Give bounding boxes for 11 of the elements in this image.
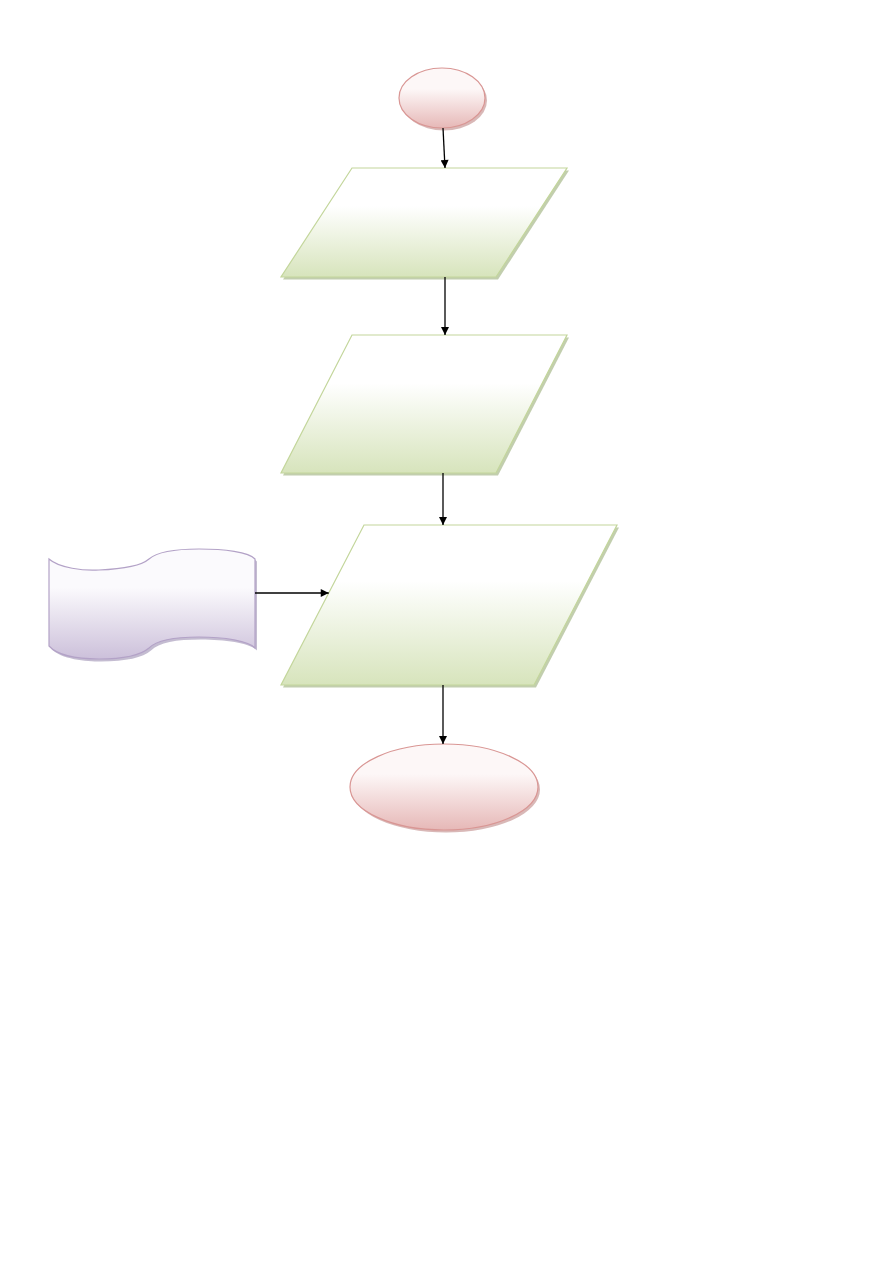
data-parallelogram <box>280 167 570 280</box>
data-parallelogram <box>280 524 620 688</box>
arrow <box>439 684 447 745</box>
arrow <box>439 472 447 526</box>
terminator-ellipse <box>349 743 541 833</box>
arrow <box>440 127 449 169</box>
terminator-ellipse <box>398 67 488 131</box>
arrow <box>441 276 449 336</box>
data-parallelogram <box>280 334 570 476</box>
punched-tape-shape <box>48 548 258 663</box>
arrow <box>254 589 330 597</box>
